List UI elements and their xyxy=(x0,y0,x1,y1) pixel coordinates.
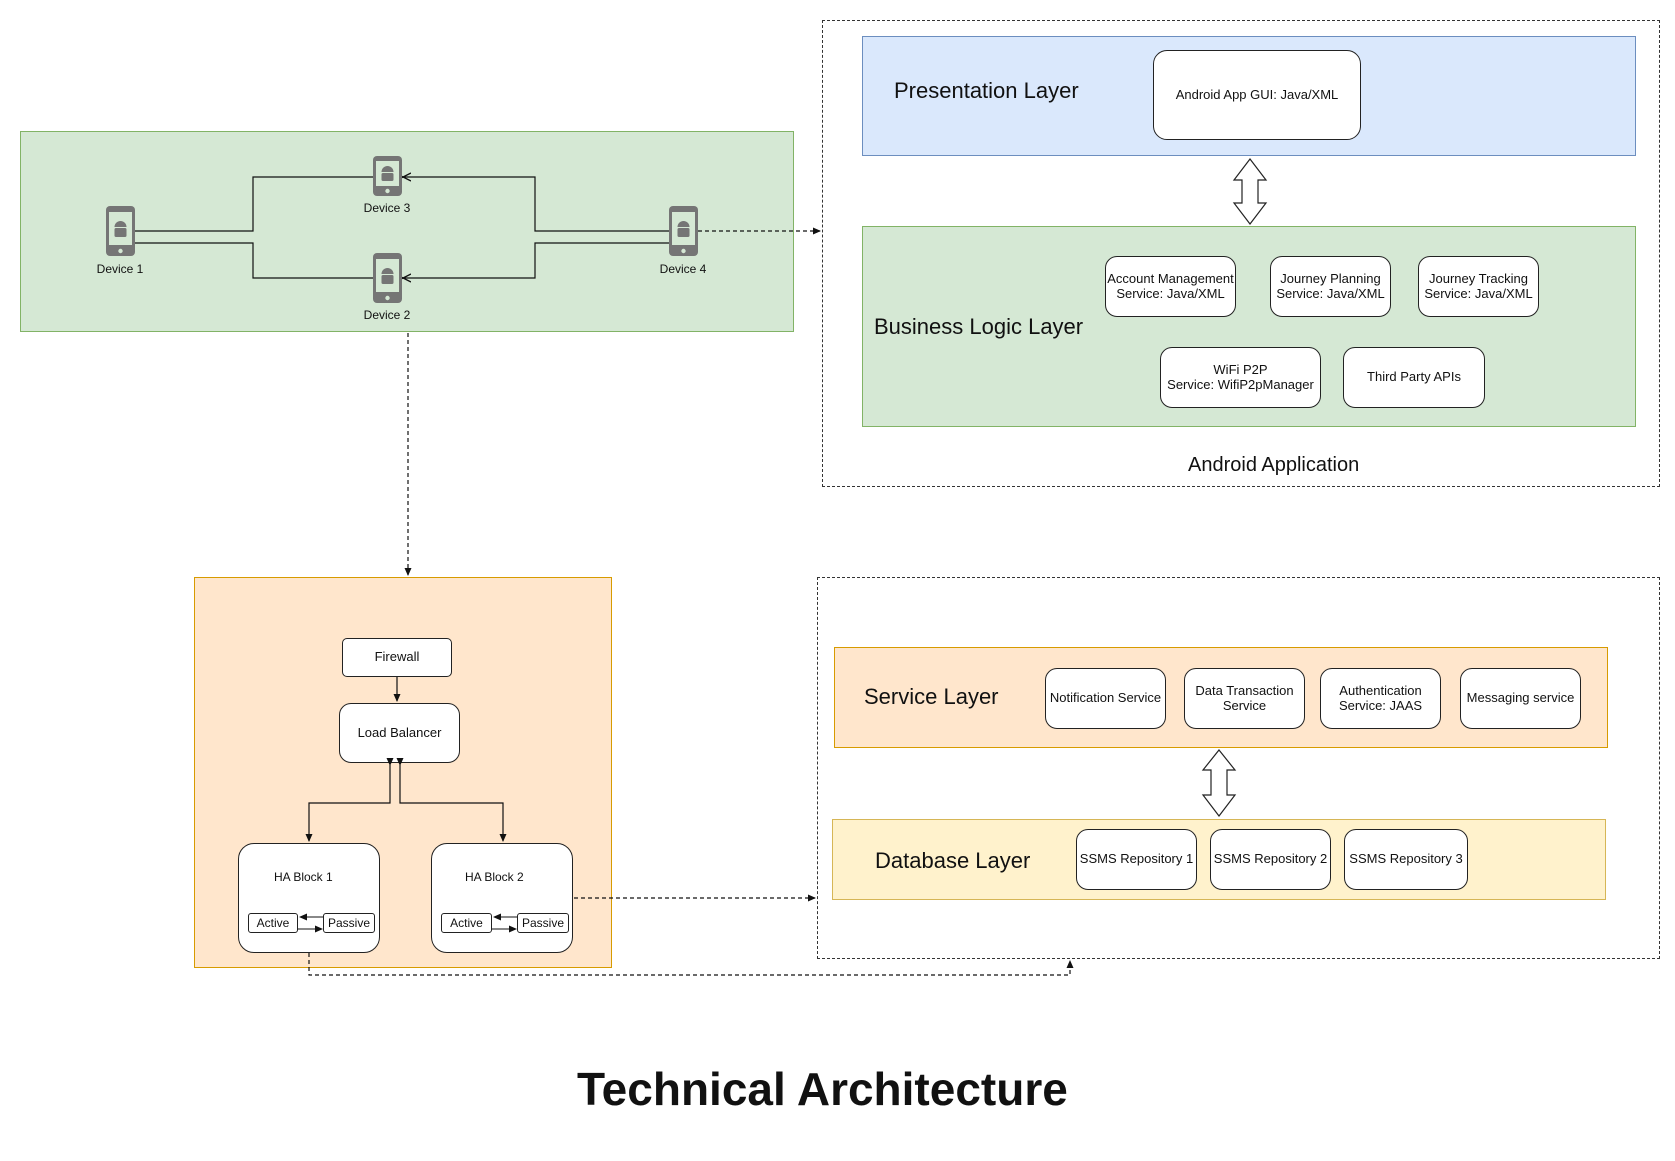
ha-block-2-active: Active xyxy=(441,913,492,933)
third-party-apis-box: Third Party APIs xyxy=(1343,347,1485,408)
ha-block-2 xyxy=(431,843,573,953)
ssms-repository-2-box: SSMS Repository 2 xyxy=(1210,829,1331,890)
device-3-label: Device 3 xyxy=(363,201,411,215)
android-application-caption: Android Application xyxy=(1188,454,1360,476)
device-4-label: Device 4 xyxy=(659,262,707,276)
data-transaction-service-box: Data Transaction Service xyxy=(1184,668,1305,729)
service-layer-title: Service Layer xyxy=(864,684,999,709)
ssms-repository-1-box: SSMS Repository 1 xyxy=(1076,829,1197,890)
presentation-layer-title: Presentation Layer xyxy=(894,78,1079,103)
backend-container xyxy=(817,577,1660,959)
firewall-box: Firewall xyxy=(342,638,452,677)
device-2-label: Device 2 xyxy=(363,308,411,322)
ha-block-2-passive: Passive xyxy=(517,913,569,933)
ha-block-1-active: Active xyxy=(248,913,298,933)
business-logic-layer-title: Business Logic Layer xyxy=(874,314,1084,339)
diagram-title: Technical Architecture xyxy=(577,1063,1068,1115)
ha-block-1-label: HA Block 1 xyxy=(274,870,333,884)
device-network-panel xyxy=(20,131,794,332)
ha-block-1 xyxy=(238,843,380,953)
journey-planning-service-box: Journey Planning Service: Java/XML xyxy=(1270,256,1391,317)
journey-tracking-service-box: Journey Tracking Service: Java/XML xyxy=(1418,256,1539,317)
ha-block-1-passive: Passive xyxy=(323,913,375,933)
load-balancer-box: Load Balancer xyxy=(339,703,460,763)
ha-block-2-label: HA Block 2 xyxy=(465,870,524,884)
authentication-service-box: Authentication Service: JAAS xyxy=(1320,668,1441,729)
messaging-service-box: Messaging service xyxy=(1460,668,1581,729)
android-application-container xyxy=(822,20,1660,487)
wifi-p2p-service-box: WiFi P2P Service: WifiP2pManager xyxy=(1160,347,1321,408)
notification-service-box: Notification Service xyxy=(1045,668,1166,729)
ssms-repository-3-box: SSMS Repository 3 xyxy=(1344,829,1468,890)
android-app-gui-box: Android App GUI: Java/XML xyxy=(1153,50,1361,140)
database-layer-title: Database Layer xyxy=(875,848,1031,873)
device-1-label: Device 1 xyxy=(96,262,144,276)
account-management-service-box: Account Management Service: Java/XML xyxy=(1105,256,1236,317)
